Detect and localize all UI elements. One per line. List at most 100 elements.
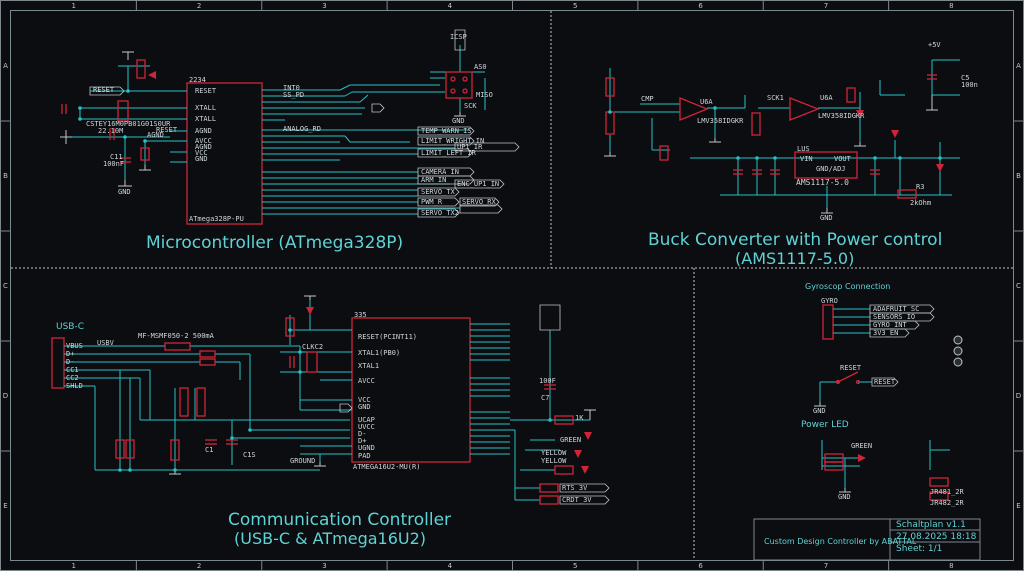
grid-row-label-right: B bbox=[1016, 172, 1021, 180]
grid-row-label-right: D bbox=[1016, 392, 1021, 400]
gyro-header bbox=[822, 304, 834, 340]
comm-pin-10: UGND bbox=[358, 444, 375, 452]
title-block bbox=[753, 518, 981, 561]
grid-col-label-top: 3 bbox=[322, 2, 326, 10]
mcu-net-5: UP1_IR bbox=[457, 143, 483, 151]
mcu-cap-val: 100nF bbox=[103, 160, 125, 168]
grid-col-label-bottom: 6 bbox=[698, 562, 703, 570]
comm-pin-11: PAD bbox=[358, 452, 371, 460]
section-title-gyro: Gyroscop Connection bbox=[805, 282, 891, 291]
buck-gnd: GND bbox=[820, 214, 833, 222]
buck-reg-vin: VIN bbox=[800, 155, 813, 163]
comm-yellow-2: YELLOW bbox=[541, 457, 567, 465]
gyro-net-1: SENSORS_IO bbox=[873, 313, 916, 321]
grid-row-label-right: C bbox=[1016, 282, 1021, 290]
mcu-rst: RESET bbox=[156, 126, 178, 134]
led-green-icon bbox=[581, 466, 589, 474]
tb-designer: Custom Design Controller by ABATTAL bbox=[764, 537, 917, 546]
mcu-net-2: TEMP_WARN_IS bbox=[421, 127, 472, 135]
grid-col-label-top: 1 bbox=[71, 2, 75, 10]
grid-row-label-left: B bbox=[3, 172, 8, 180]
comm-diode-icon bbox=[306, 307, 314, 315]
mcu-net-12: SERVO_RX bbox=[462, 198, 496, 206]
comm-section bbox=[51, 295, 610, 505]
grid-row-label-left: E bbox=[3, 502, 7, 510]
comm-pin-5: GND bbox=[358, 403, 371, 411]
grid-row-label-right: A bbox=[1016, 62, 1021, 70]
mcu-net-13: SERVO_TX2 bbox=[421, 209, 459, 217]
comm-pin-0: RESET(PCINT11) bbox=[358, 333, 418, 341]
mcu-chip-name: ATmega328P-PU bbox=[189, 215, 244, 223]
mcu-pin-agnd2: AGND bbox=[195, 143, 212, 151]
usb-pin-cc1: CC1 bbox=[66, 366, 79, 374]
comm-pin-9: D+ bbox=[358, 437, 367, 445]
comm-green: GREEN bbox=[560, 436, 582, 444]
isp-sck: SCK bbox=[464, 102, 477, 110]
grid-col-label-top: 7 bbox=[824, 2, 828, 10]
mcu-net-9: ENC_UP1_IN bbox=[457, 180, 500, 188]
comm-pin-6: UCAP bbox=[358, 416, 375, 424]
usb-c-label: USB-C bbox=[56, 322, 85, 332]
diode-3v3-icon bbox=[891, 130, 899, 138]
comm-chip-name: ATMEGA16U2-MU(R) bbox=[353, 463, 421, 471]
grid-col-label-top: 5 bbox=[573, 2, 577, 10]
mcu-net-1: SS_PD bbox=[283, 91, 305, 99]
grid-col-label-top: 2 bbox=[197, 2, 201, 10]
comm-pin-7: UVCC bbox=[358, 423, 375, 431]
mcu-pin-xtal1: XTALL bbox=[195, 104, 217, 112]
grid-col-label-top: 6 bbox=[698, 2, 703, 10]
mcu-pin-reset: RESET bbox=[195, 87, 217, 95]
buck-opamp2: U6A bbox=[820, 94, 833, 102]
mcu-net-8: ARM_IN bbox=[421, 176, 447, 184]
gyro-reset: RESET bbox=[840, 364, 862, 372]
buck-reg-vout: VOUT bbox=[834, 155, 851, 163]
led-yellow-1-icon bbox=[584, 432, 592, 440]
usb-pin-shld: SHLD bbox=[66, 382, 83, 390]
isp-pins: ICSP bbox=[450, 33, 467, 41]
usb-pin-cc2: CC2 bbox=[66, 374, 79, 382]
buck-reg-ref: LUS bbox=[797, 145, 810, 153]
grid-col-label-top: 8 bbox=[949, 2, 953, 10]
section-dividers bbox=[11, 11, 1013, 560]
gyro-net-3: 3V3_EN bbox=[873, 329, 899, 337]
power-led-r2: JR482_2R bbox=[930, 499, 964, 507]
usb-pin-dm: D- bbox=[66, 358, 75, 366]
buck-c5-val: 100n bbox=[961, 81, 978, 89]
mcu-net-11: PWM_R bbox=[421, 198, 443, 206]
isp-gnd: GND bbox=[452, 117, 465, 125]
grid-row-label-left: C bbox=[3, 282, 8, 290]
comm-pin-4: VCC bbox=[358, 396, 371, 404]
buck-r3: R3 bbox=[916, 183, 925, 191]
comm-c-right: C1S bbox=[243, 451, 256, 459]
buck-section bbox=[604, 59, 960, 214]
isp-label: AS0 bbox=[474, 63, 487, 71]
usb-c-connector bbox=[51, 337, 65, 389]
gyro-section bbox=[814, 304, 963, 501]
buck-opamp2-name: LMV358IDGKR bbox=[818, 112, 865, 120]
tb-title: Schaltplan v1.1 bbox=[896, 520, 966, 530]
comm-pin-1: XTAL1(PB0) bbox=[358, 349, 401, 357]
comm-pin-2: XTAL1 bbox=[358, 362, 380, 370]
led-yellow-2-icon bbox=[574, 450, 582, 458]
mcu-net-3: ANALOG_RD bbox=[283, 125, 321, 133]
grid-col-label-bottom: 4 bbox=[448, 562, 453, 570]
grid-col-label-bottom: 1 bbox=[71, 562, 75, 570]
mcu-chip-ref: 2234 bbox=[189, 76, 206, 84]
comm-chip-ref: 335 bbox=[354, 311, 367, 319]
diode-buck-icon bbox=[936, 164, 944, 172]
grid-col-label-bottom: 8 bbox=[949, 562, 953, 570]
opamp-1-icon bbox=[679, 97, 709, 121]
opamp-2-icon bbox=[789, 97, 820, 121]
mcu-crystal: CSTEY16M0PB01G01S0UR bbox=[86, 120, 171, 128]
grid-col-label-top: 4 bbox=[448, 2, 453, 10]
grid-row-label-left: A bbox=[3, 62, 8, 70]
mcu-cap-ref: C11 bbox=[110, 153, 123, 161]
comm-xtal: CLKC2 bbox=[302, 343, 324, 351]
comm-c7-val: 100F bbox=[539, 377, 556, 385]
buck-v5: +5V bbox=[928, 41, 941, 49]
usb-pin-dp: D+ bbox=[66, 350, 75, 358]
section-title-buck-2: (AMS1117-5.0) bbox=[735, 249, 855, 268]
reset-diode-icon bbox=[148, 71, 156, 79]
mcu-pin-vcc: VCC bbox=[195, 149, 208, 157]
